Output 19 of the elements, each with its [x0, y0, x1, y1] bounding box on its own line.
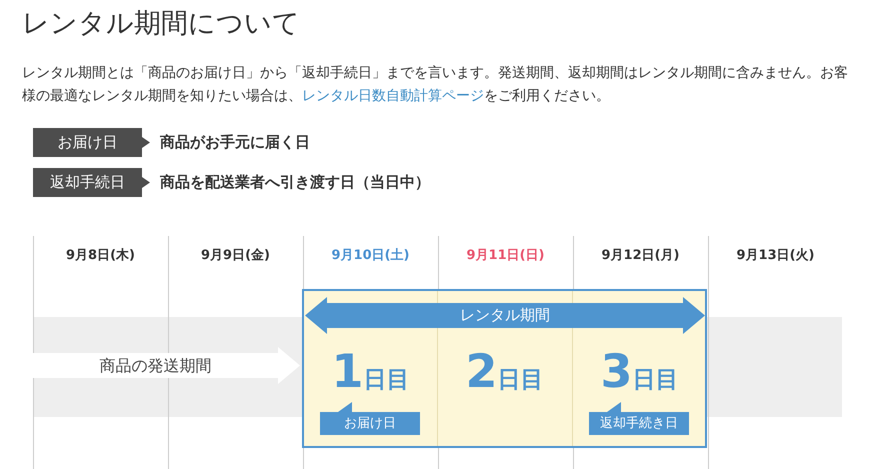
date-header: 9月11日(日): [466, 247, 545, 265]
highlight-box: [302, 289, 707, 448]
day-count: 1日目: [331, 348, 410, 400]
date-header: 9月10日(土): [331, 247, 410, 265]
term-tag: お届け日: [33, 128, 150, 157]
date-header: 9月8日(木): [66, 247, 135, 265]
day-count: 3日目: [600, 348, 678, 400]
callout-tag: お届け日: [320, 402, 420, 435]
date-header: 9月13日(火): [736, 247, 815, 265]
text-link: レンタル日数自動計算ページ: [302, 88, 484, 104]
term-tag: 返却手続日: [33, 168, 150, 197]
definition-text: 商品がお手元に届く日: [160, 132, 310, 153]
callout-tag: 返却手続き日: [589, 402, 689, 435]
day-count: 2日目: [465, 348, 544, 400]
page-title: レンタル期間について: [22, 7, 300, 41]
intro-paragraph: レンタル期間とは「商品のお届け日」から「返却手続日」までを言います。発送期間、返却期間はレンタル期間に含みません。お客様の最適なレンタル期間を知りたい場合は、レンタル日数自動計算ページをご利用ください。: [22, 64, 849, 106]
definition-text: 商品を配送業者へ引き渡す日（当日中）: [160, 172, 430, 193]
date-header: 9月9日(金): [201, 247, 270, 265]
date-header: 9月12日(月): [601, 247, 680, 265]
